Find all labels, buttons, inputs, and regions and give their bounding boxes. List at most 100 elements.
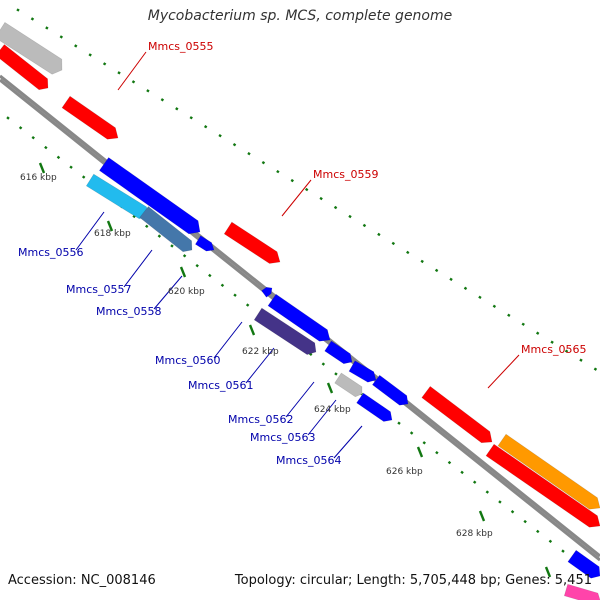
- gene-labels: Mmcs_0555Mmcs_0559Mmcs_0565Mmcs_0556Mmcs…: [18, 40, 586, 467]
- gene-label: Mmcs_0559: [313, 168, 378, 181]
- gene-label: Mmcs_0560: [155, 354, 220, 367]
- gene-0563: [371, 374, 409, 406]
- tick-dot: [536, 529, 540, 534]
- gene-label: Mmcs_0563: [250, 431, 315, 444]
- tick-dot: [131, 80, 136, 84]
- gene-0559: [223, 221, 281, 264]
- gene-0557: [139, 206, 193, 253]
- major-tick: [544, 566, 552, 578]
- tick-dot: [56, 155, 61, 160]
- tick-dot: [463, 286, 468, 291]
- tick-dot: [449, 277, 453, 282]
- gene-gray-0563: [334, 372, 363, 398]
- gene-0555: [61, 95, 119, 140]
- tick-dot: [334, 372, 338, 376]
- tick-dot: [175, 107, 179, 111]
- tick-dot: [245, 303, 250, 307]
- tick-dot: [397, 421, 401, 425]
- tick-dot: [208, 273, 212, 278]
- tick-dot: [247, 151, 251, 156]
- tick-dot: [377, 232, 381, 237]
- tick-dot: [145, 224, 149, 228]
- tick-dot: [561, 549, 565, 553]
- tick-dot: [478, 295, 482, 299]
- gene-label: Mmcs_0555: [148, 40, 213, 53]
- accession-text: Accession: NC_008146: [8, 573, 156, 588]
- tick-dot: [593, 367, 598, 371]
- gene-label: Mmcs_0556: [18, 246, 83, 259]
- tick-dot: [485, 490, 490, 494]
- tick-dot: [290, 178, 294, 183]
- label-leader-lines: [75, 51, 520, 459]
- tick-dot: [492, 304, 497, 308]
- leader-line: [245, 347, 275, 384]
- gene-label: Mmcs_0558: [96, 305, 161, 318]
- gene-label: Mmcs_0557: [66, 283, 131, 296]
- tick-dot: [132, 214, 136, 219]
- gene-0564: [356, 392, 393, 422]
- major-tick: [106, 220, 114, 232]
- gene-features: [0, 21, 600, 600]
- tick-dot: [276, 169, 280, 174]
- tick-dot: [348, 214, 352, 219]
- tick-dot: [45, 26, 49, 30]
- tick-dot: [319, 196, 323, 201]
- tick-dot: [550, 340, 554, 344]
- gene-0561: [253, 307, 317, 355]
- major-tick: [478, 510, 486, 522]
- tick-dot: [422, 441, 426, 445]
- tick-dot: [16, 8, 20, 12]
- tick-dot: [579, 358, 583, 362]
- tick-dot: [189, 116, 193, 120]
- major-tick: [416, 446, 424, 458]
- gene-0560: [267, 293, 331, 342]
- tick-dot: [510, 510, 515, 514]
- gene-blue-upper: [98, 157, 201, 235]
- tick-dot: [333, 205, 338, 210]
- leader-line: [117, 51, 147, 91]
- tick-label: 628 kbp: [456, 529, 493, 539]
- major-tick: [179, 266, 187, 278]
- leader-line: [281, 179, 312, 217]
- tick-dot: [232, 143, 237, 147]
- tick-dot: [157, 234, 162, 238]
- gene-small: [261, 286, 273, 298]
- leader-line: [75, 211, 105, 251]
- tick-dot: [507, 313, 511, 317]
- tick-dot: [435, 450, 439, 455]
- tick-dot: [182, 254, 187, 258]
- tick-dot: [30, 17, 35, 21]
- major-tick: [326, 382, 334, 394]
- gene-gray-top: [0, 21, 63, 75]
- tick-dot: [535, 331, 540, 335]
- tick-dot: [18, 126, 23, 130]
- tick-dot: [218, 134, 222, 138]
- tick-dot: [233, 293, 237, 297]
- tick-dot: [564, 349, 569, 353]
- tick-dot: [88, 53, 92, 57]
- gene-label: Mmcs_0564: [276, 454, 341, 467]
- gene-label: Mmcs_0561: [188, 379, 253, 392]
- tick-dot: [6, 116, 10, 120]
- tick-dot: [406, 250, 410, 255]
- gene-orange: [497, 433, 600, 510]
- tick-dot: [548, 539, 553, 543]
- tick-dot: [409, 431, 414, 435]
- tick-dot: [81, 175, 86, 179]
- tick-label: 622 kbp: [242, 347, 279, 357]
- tick-dot: [420, 259, 424, 264]
- tick-label: 624 kbp: [314, 405, 351, 415]
- map-title: Mycobacterium sp. MCS, complete genome: [147, 8, 453, 24]
- gene-label: Mmcs_0562: [228, 413, 293, 426]
- tick-dot: [391, 241, 396, 246]
- leader-line: [123, 249, 153, 288]
- major-tick: [38, 162, 46, 174]
- leader-line: [213, 321, 243, 359]
- tick-label: 626 kbp: [386, 467, 423, 477]
- tick-dot: [146, 89, 150, 93]
- tick-dot: [362, 223, 367, 228]
- tick-dot: [170, 244, 174, 248]
- gene-0562: [324, 340, 353, 365]
- tick-dot: [220, 283, 225, 288]
